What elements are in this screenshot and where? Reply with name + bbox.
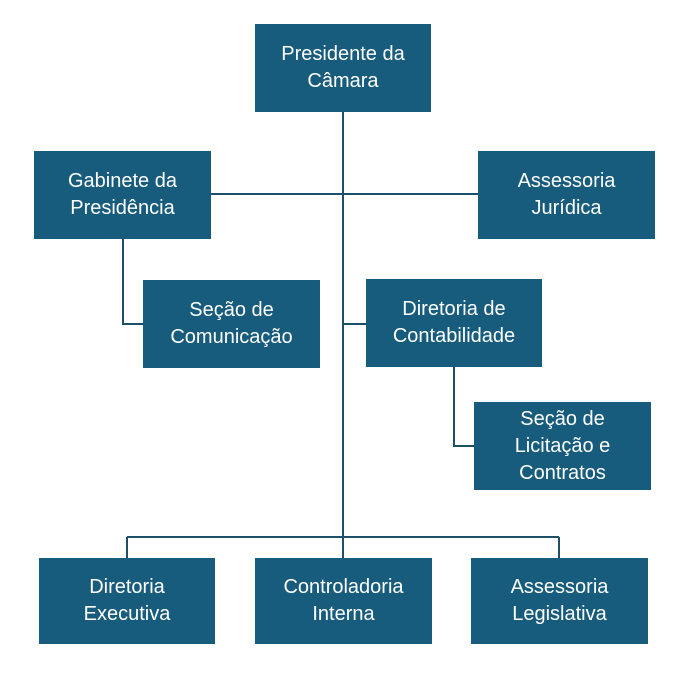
node-diretoria-contabilidade: Diretoria de Contabilidade xyxy=(366,279,542,367)
node-assessoria-juridica: Assessoria Jurídica xyxy=(478,151,655,239)
connector-gabinete-comunicacao xyxy=(122,239,143,325)
node-presidente-camara: Presidente da Câmara xyxy=(255,24,431,112)
node-gabinete-presidencia: Gabinete da Presidência xyxy=(34,151,211,239)
node-assessoria-legislativa: Assessoria Legislativa xyxy=(471,558,648,644)
node-controladoria-interna: Controladoria Interna xyxy=(255,558,432,644)
node-diretoria-executiva: Diretoria Executiva xyxy=(39,558,215,644)
node-secao-comunicacao: Seção de Comunicação xyxy=(143,280,320,368)
connector-contabilidade-licitacao xyxy=(453,367,474,447)
node-secao-licitacao-contratos: Seção de Licitação e Contratos xyxy=(474,402,651,490)
